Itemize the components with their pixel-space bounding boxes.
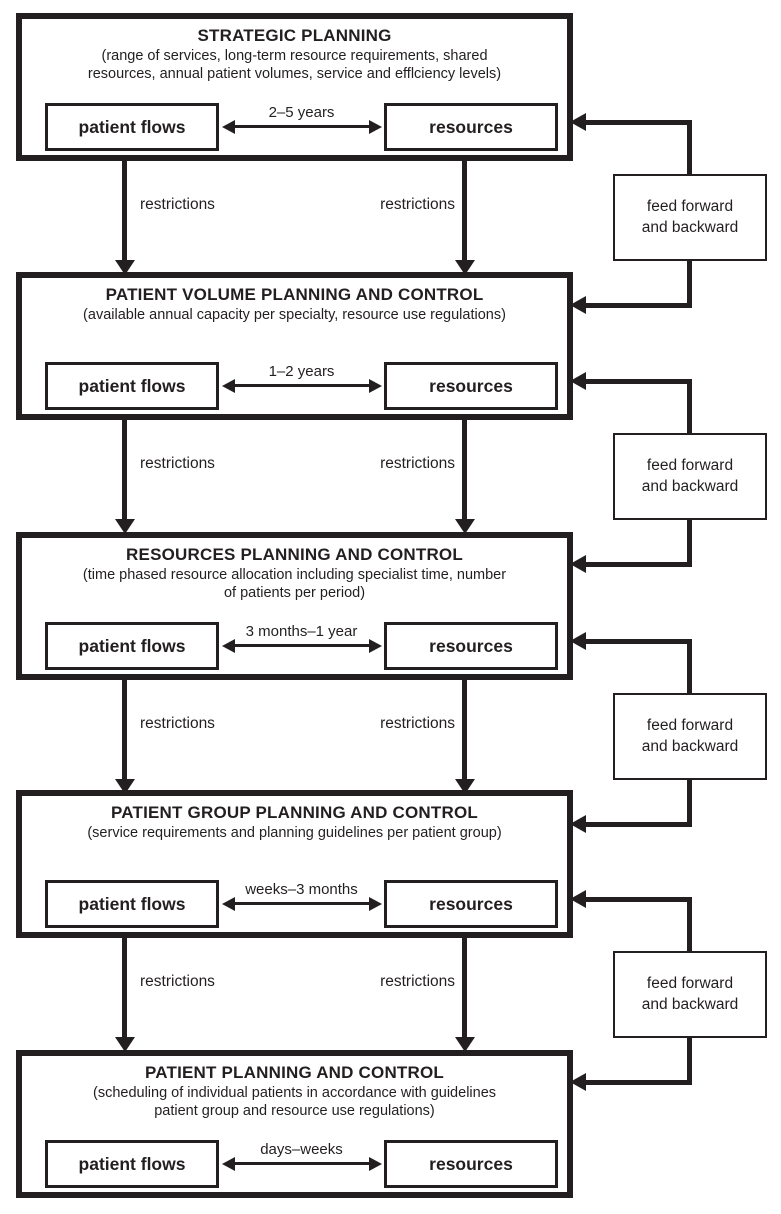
feedback-label-line: and backward [641, 477, 739, 495]
resources-box: resources [384, 103, 558, 151]
arrowhead-left [570, 372, 586, 390]
feedback-connector [585, 897, 692, 902]
level-box-resources-planning: RESOURCES PLANNING AND CONTROL (time pha… [16, 532, 573, 680]
double-arrow [222, 119, 382, 134]
level-subtitle: (service requirements and planning guide… [22, 825, 567, 843]
double-arrow [222, 896, 382, 911]
resources-box: resources [384, 880, 558, 928]
time-horizon-label: 2–5 years [268, 104, 335, 121]
feed-forward-backward-box: feed forward and backward [613, 174, 767, 261]
level-title: PATIENT VOLUME PLANNING AND CONTROL [105, 285, 484, 304]
double-arrow [222, 638, 382, 653]
subtitle-line: resources, annual patient volumes, servi… [87, 65, 502, 82]
subtitle-line: of patients per period) [223, 584, 366, 601]
patient-flows-box: patient flows [45, 103, 219, 151]
patient-flows-box: patient flows [45, 622, 219, 670]
restrictions-label: restrictions [140, 455, 215, 472]
time-horizon-label: 3 months–1 year [245, 623, 358, 640]
level-title: PATIENT GROUP PLANNING AND CONTROL [111, 803, 478, 822]
feedback-label-line: and backward [641, 218, 739, 236]
time-horizon-label: days–weeks [260, 1141, 343, 1158]
arrowhead-left [570, 1073, 586, 1091]
feed-forward-backward-box: feed forward and backward [613, 693, 767, 780]
restriction-arrow-down [454, 936, 475, 1052]
double-arrow [222, 378, 382, 393]
feedback-connector [687, 520, 692, 567]
level-subtitle: (range of services, long-term resource r… [22, 48, 567, 83]
double-arrow [222, 1156, 382, 1171]
feedback-connector [687, 780, 692, 827]
feedback-connector [687, 120, 692, 176]
arrowhead-left [570, 890, 586, 908]
restrictions-label: restrictions [140, 715, 215, 732]
time-horizon-label: 1–2 years [268, 363, 335, 380]
restriction-arrow-down [454, 678, 475, 794]
patient-flows-box: patient flows [45, 880, 219, 928]
feedback-connector [585, 303, 692, 308]
feedback-label-line: feed forward [646, 975, 734, 993]
restrictions-label: restrictions [140, 973, 215, 990]
restriction-arrow-down [114, 678, 135, 794]
resources-box: resources [384, 362, 558, 410]
level-box-patient-volume: PATIENT VOLUME PLANNING AND CONTROL (ava… [16, 272, 573, 420]
arrowhead-left [570, 113, 586, 131]
feedback-connector [687, 639, 692, 695]
level-box-patient-group: PATIENT GROUP PLANNING AND CONTROL (serv… [16, 790, 573, 938]
subtitle-line: (service requirements and planning guide… [87, 825, 502, 841]
feedback-connector [585, 379, 692, 384]
level-subtitle: (scheduling of individual patients in ac… [22, 1085, 567, 1120]
feedback-connector [585, 822, 692, 827]
restriction-arrow-down [454, 159, 475, 275]
level-box-patient-planning: PATIENT PLANNING AND CONTROL (scheduling… [16, 1050, 573, 1198]
feedback-label-line: and backward [641, 995, 739, 1013]
patient-flows-box: patient flows [45, 1140, 219, 1188]
feedback-label-line: and backward [641, 737, 739, 755]
feedback-connector [585, 1080, 692, 1085]
resources-box: resources [384, 622, 558, 670]
feed-forward-backward-box: feed forward and backward [613, 433, 767, 520]
time-horizon-label: weeks–3 months [245, 881, 358, 898]
restriction-arrow-down [114, 936, 135, 1052]
subtitle-line: patient group and resource use regulatio… [154, 1102, 435, 1119]
resources-box: resources [384, 1140, 558, 1188]
restriction-arrow-down [114, 418, 135, 534]
restriction-arrow-down [114, 159, 135, 275]
arrowhead-left [570, 555, 586, 573]
patient-flows-box: patient flows [45, 362, 219, 410]
restriction-arrow-down [454, 418, 475, 534]
restrictions-label: restrictions [380, 196, 455, 213]
feedback-label-line: feed forward [646, 717, 734, 735]
arrowhead-left [570, 296, 586, 314]
feedback-connector [585, 562, 692, 567]
arrowhead-left [570, 815, 586, 833]
restrictions-label: restrictions [380, 455, 455, 472]
level-subtitle: (time phased resource allocation includi… [22, 567, 567, 602]
level-subtitle: (available annual capacity per specialty… [22, 307, 567, 325]
feedback-connector [687, 261, 692, 308]
feedback-connector [687, 379, 692, 435]
feedback-connector [585, 639, 692, 644]
feedback-connector [687, 1038, 692, 1085]
feedback-label-line: feed forward [646, 457, 734, 475]
restrictions-label: restrictions [140, 196, 215, 213]
subtitle-line: (range of services, long-term resource r… [101, 48, 488, 64]
level-title: RESOURCES PLANNING AND CONTROL [126, 545, 463, 564]
restrictions-label: restrictions [380, 715, 455, 732]
arrowhead-left [570, 632, 586, 650]
level-title: STRATEGIC PLANNING [197, 26, 392, 45]
restrictions-label: restrictions [380, 973, 455, 990]
feedback-connector [585, 120, 692, 125]
subtitle-line: (scheduling of individual patients in ac… [92, 1085, 497, 1101]
feedback-label-line: feed forward [646, 198, 734, 216]
subtitle-line: (available annual capacity per specialty… [83, 307, 506, 323]
level-title: PATIENT PLANNING AND CONTROL [145, 1063, 444, 1082]
subtitle-line: (time phased resource allocation includi… [82, 567, 507, 583]
feed-forward-backward-box: feed forward and backward [613, 951, 767, 1038]
feedback-connector [687, 897, 692, 953]
level-box-strategic-planning: STRATEGIC PLANNING (range of services, l… [16, 13, 573, 161]
